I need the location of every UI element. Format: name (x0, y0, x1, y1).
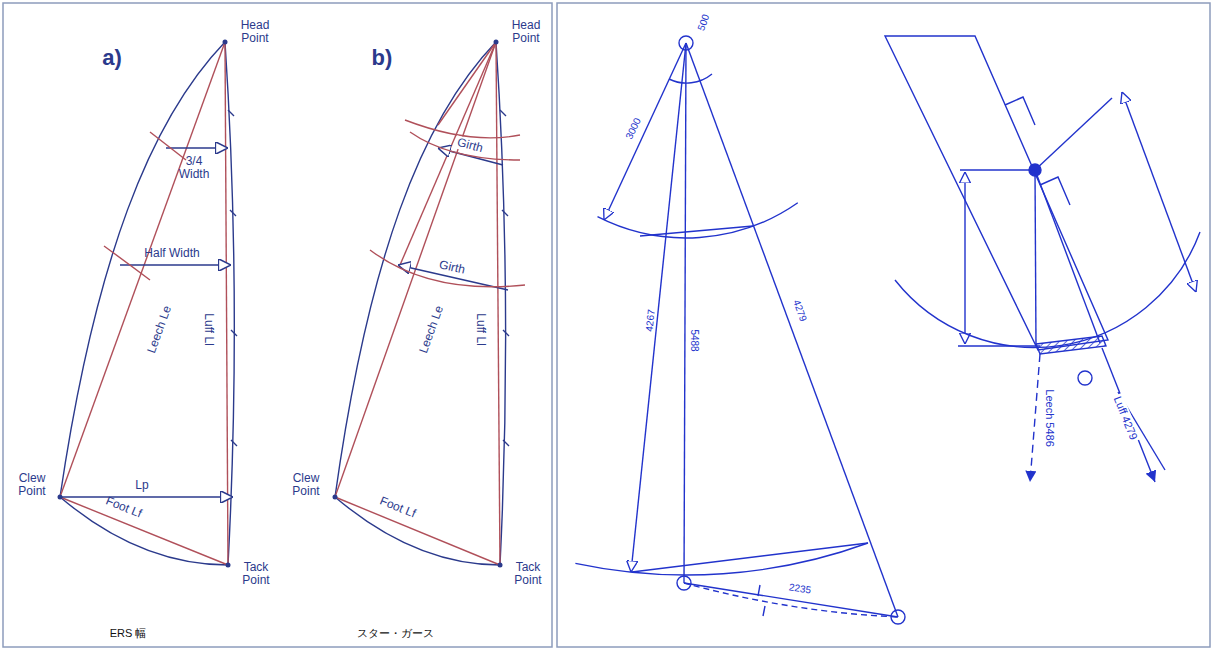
ring-symbol (1078, 371, 1092, 385)
measure-arc (370, 250, 525, 287)
luff-line (496, 42, 500, 565)
point-label: Head Point (233, 19, 277, 45)
foot-line (335, 497, 500, 565)
foot-line (60, 497, 228, 565)
headboard-notch (1005, 97, 1070, 205)
dimension-label: 3/4 Width (172, 155, 216, 181)
width-arrow (166, 147, 228, 148)
hatched-band (1036, 336, 1106, 354)
extension-line (960, 169, 1035, 170)
point-label: Tack Point (234, 561, 278, 587)
girth-ray (400, 42, 496, 265)
luff-outline (225, 42, 234, 565)
foot-outline (335, 497, 500, 565)
caption-label: スター・ガース (357, 627, 434, 639)
dimension-label: Leech Le (417, 305, 446, 356)
luff-line (1102, 348, 1155, 482)
leech-dashed (1030, 354, 1040, 482)
dimension-label: Luff Ll (473, 314, 486, 346)
leech-outline (60, 42, 225, 497)
corner-point (58, 495, 63, 500)
corner-point (333, 495, 338, 500)
sail-a (58, 40, 238, 568)
tick (758, 585, 760, 596)
measure-arc (669, 74, 712, 83)
dimension-label: Leech 5486 (1044, 389, 1056, 447)
dimension-number: 5488 (689, 329, 700, 351)
dimension-number: 3000 (622, 114, 643, 142)
corner-point (223, 40, 228, 45)
luff-line (686, 43, 898, 617)
leech-line (684, 43, 686, 583)
measure-arc (598, 203, 798, 238)
point-label: Clew Point (10, 472, 54, 498)
sail-b (333, 40, 526, 568)
tick (763, 606, 765, 616)
batten-mark (500, 110, 509, 446)
dimension-number: 4279 (790, 296, 809, 324)
dimension-arrow (1122, 92, 1196, 292)
corner-point (494, 40, 499, 45)
point-label: Tack Point (506, 561, 550, 587)
dimension-number: 2235 (788, 581, 812, 595)
panel-letter: b) (372, 46, 393, 70)
measure-arc (575, 543, 868, 575)
point-label: Head Point (504, 19, 548, 45)
leech-line (60, 42, 225, 497)
measure-arc (895, 232, 1200, 347)
dimension-label: Foot Lf (104, 495, 144, 521)
dimension-label: Girth (454, 136, 486, 157)
width-arrow (120, 264, 231, 265)
measure-arc (405, 120, 520, 138)
corner-point (226, 563, 231, 568)
panel-frame (557, 3, 1210, 647)
dimension-label: Girth (436, 258, 468, 278)
extension-line (958, 345, 1040, 346)
headboard (885, 36, 1108, 350)
dimension-label: Half Width (144, 247, 199, 260)
girth-ray (438, 42, 496, 125)
luff-ray (1035, 170, 1100, 343)
caption-label: ERS 幅 (110, 627, 147, 639)
measure-arc (150, 132, 186, 160)
headboard-detail (885, 36, 1200, 482)
corner-point (498, 563, 503, 568)
width-ray (1035, 98, 1112, 170)
dimension-label: Foot Lf (378, 495, 418, 521)
panel-letter: a) (102, 46, 122, 70)
dimension-label: Leech Le (145, 305, 174, 356)
foot-outline (60, 497, 228, 565)
dimension-label: Luff 4279 (1111, 393, 1141, 444)
radius-arrow (604, 43, 686, 220)
girth-line (632, 543, 868, 572)
dimension-label: Luff Ll (201, 314, 214, 346)
dimension-number: 4267 (643, 306, 657, 333)
luff-line (225, 42, 228, 565)
point-label: Clew Point (284, 472, 328, 498)
sail-drawing (575, 36, 905, 624)
dimension-label: Lp (135, 479, 148, 492)
lp-arrow (60, 496, 233, 497)
leech-ray (1035, 170, 1036, 346)
dimension-number: 500 (695, 12, 711, 31)
girth-line (640, 226, 753, 236)
panel-frame (3, 3, 552, 647)
batten-mark (228, 110, 237, 446)
luff-outline (496, 42, 506, 565)
dimension-arrow (964, 172, 965, 344)
measure-arc (104, 246, 150, 280)
